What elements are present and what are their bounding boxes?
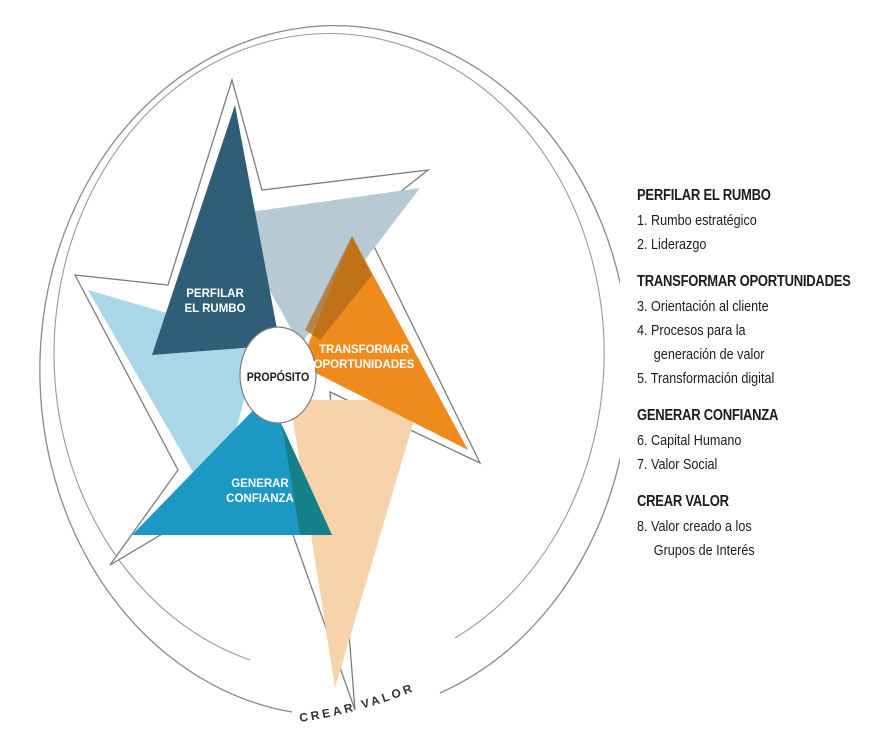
generar-label-line-2: CONFIANZA	[226, 493, 294, 505]
legend-heading: GENERAR CONFIANZA	[637, 407, 779, 424]
overlap-teal	[282, 425, 332, 535]
legend-section-perfilar: PERFILAR EL RUMBO 1. Rumbo estratégico 2…	[637, 187, 882, 257]
legend-item: 2. Liderazgo	[637, 236, 707, 253]
legend-heading: CREAR VALOR	[637, 493, 729, 510]
legend-section-crear: CREAR VALOR 8. Valor creado a los Grupos…	[637, 493, 882, 563]
transformar-label-line-1: TRANSFORMAR	[319, 344, 410, 356]
legend-item-line: 4. Procesos para la	[637, 322, 746, 339]
transformar-label-line-2: OPORTUNIDADES	[314, 359, 415, 371]
legend-heading: TRANSFORMAR OPORTUNIDADES	[637, 273, 851, 290]
center-circle	[239, 326, 317, 424]
legend-item: 6. Capital Humano	[637, 432, 742, 449]
outer-ring-label-path: CREAR VALOR	[298, 680, 413, 725]
legend-item: 7. Valor Social	[637, 456, 718, 473]
legend-item: 1. Rumbo estratégico	[637, 212, 757, 229]
legend-item-line-continued: generación de valor	[653, 346, 765, 363]
perfilar-label-line-1: PERFILAR	[186, 288, 244, 300]
legend-item-line: 8. Valor creado a los	[637, 518, 752, 535]
generar-point	[132, 395, 332, 535]
legend-item: 4. Procesos para la generación de valor	[637, 319, 843, 367]
legend-item-line-continued: Grupos de Interés	[653, 542, 755, 559]
legend-heading: PERFILAR EL RUMBO	[637, 187, 771, 204]
legend-section-generar: GENERAR CONFIANZA 6. Capital Humano 7. V…	[637, 407, 882, 477]
inner-ring-arc	[53, 33, 605, 661]
legend-item: 3. Orientación al cliente	[637, 298, 769, 315]
legend-item: 8. Valor creado a los Grupos de Interés	[637, 515, 843, 563]
overlap-dark-orange	[305, 236, 372, 340]
outer-ring-arc-left	[39, 25, 620, 713]
center-label: PROPÓSITO	[247, 370, 310, 384]
outer-ring-label: CREAR VALOR	[298, 680, 416, 725]
perfilar-point	[152, 105, 280, 355]
legend: PERFILAR EL RUMBO 1. Rumbo estratégico 2…	[637, 187, 882, 579]
perfilar-label-line-2: EL RUMBO	[184, 303, 245, 315]
generar-label-line-1: GENERAR	[231, 478, 289, 490]
perfilar-shadow	[228, 188, 420, 345]
legend-section-transformar: TRANSFORMAR OPORTUNIDADES 3. Orientación…	[637, 273, 882, 391]
legend-item: 5. Transformación digital	[637, 370, 775, 387]
transformar-shadow	[290, 400, 420, 688]
strategy-diagram: PROPÓSITO PERFILAR EL RUMBO TRANSFORMAR …	[39, 25, 620, 725]
